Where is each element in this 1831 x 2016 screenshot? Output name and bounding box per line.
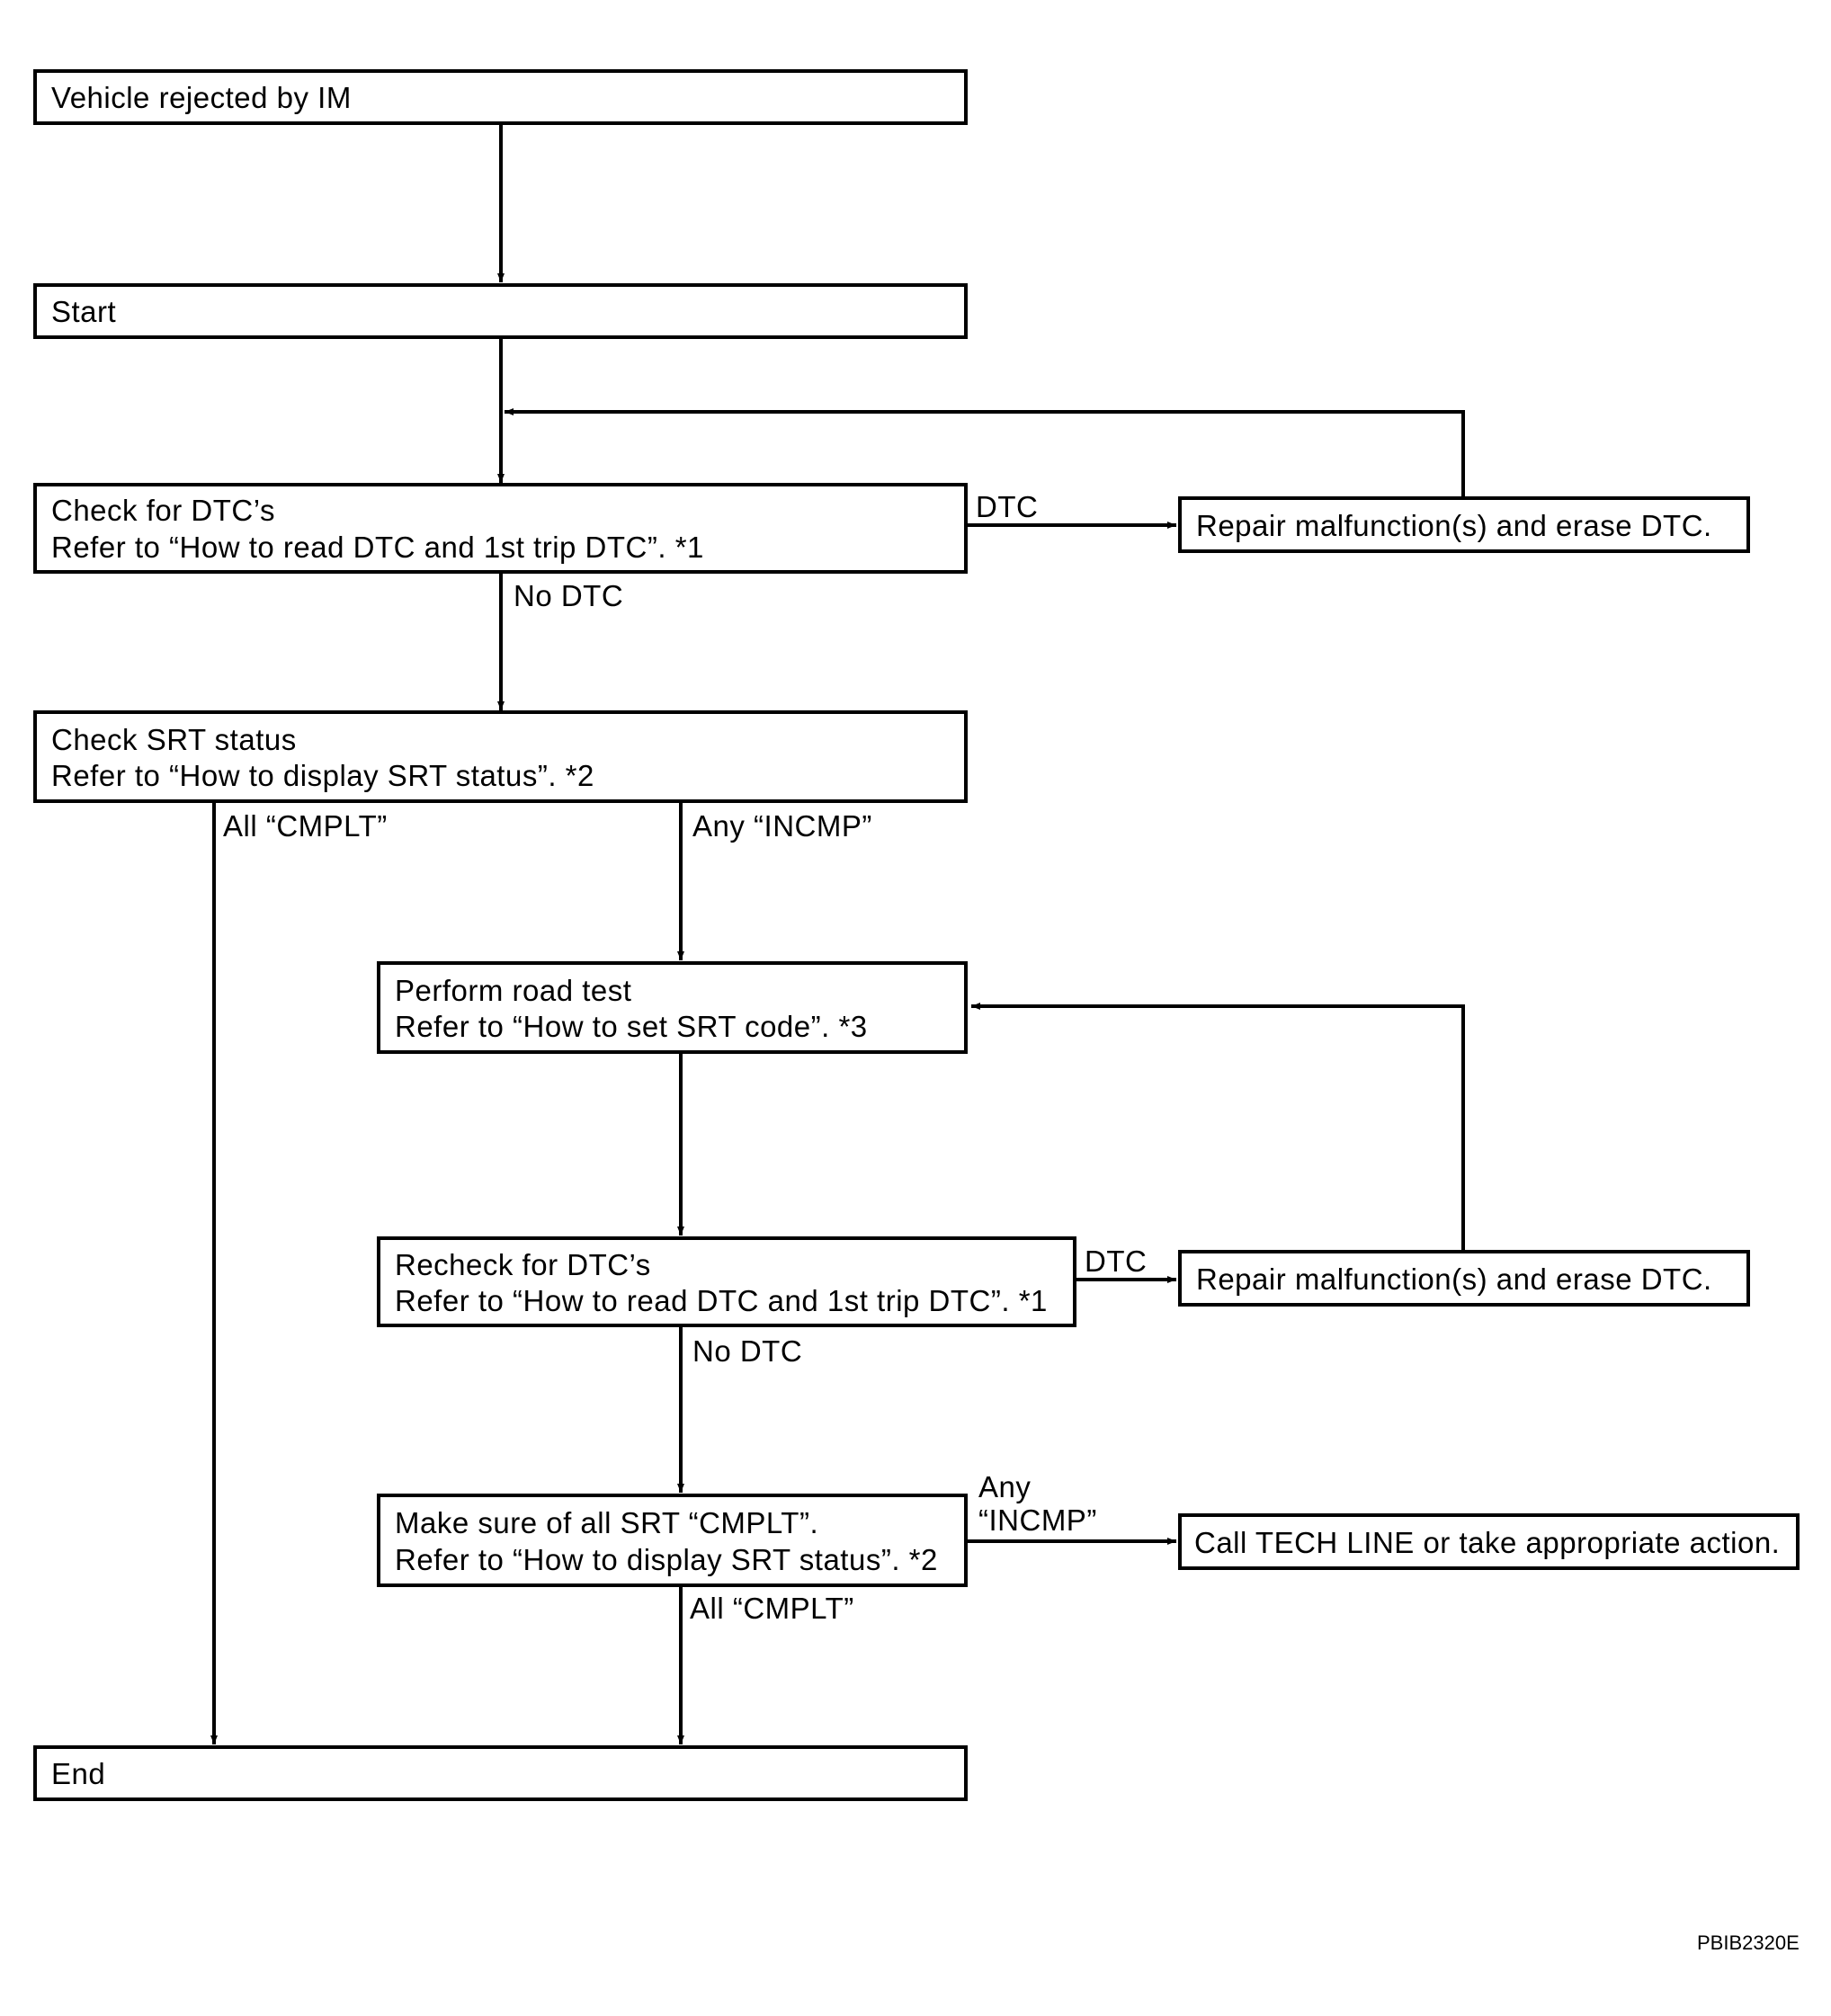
node-make-sure-srt-line1: Make sure of all SRT “CMPLT”. [395, 1506, 819, 1539]
figure-code: PBIB2320E [1697, 1931, 1800, 1954]
edge-label-any-incmp-2-line2: “INCMP” [978, 1503, 1097, 1537]
node-check-dtc-line2: Refer to “How to read DTC and 1st trip D… [51, 531, 704, 564]
node-make-sure-srt-line2: Refer to “How to display SRT status”. *2 [395, 1543, 938, 1576]
node-recheck-dtc [377, 1236, 1076, 1327]
node-repair-1-text: Repair malfunction(s) and erase DTC. [1196, 509, 1712, 542]
arrow-repair2-loop-back [971, 1003, 1465, 1250]
node-check-srt [33, 710, 968, 803]
node-vehicle-rejected [33, 69, 968, 125]
node-vehicle-rejected-text: Vehicle rejected by IM [51, 81, 352, 114]
edge-label-dtc-1: DTC [976, 490, 1039, 523]
edge-label-any-incmp-2-line1: Any [978, 1470, 1032, 1503]
node-start [33, 283, 968, 339]
node-check-srt-line2: Refer to “How to display SRT status”. *2 [51, 759, 594, 792]
node-road-test [377, 961, 968, 1054]
node-end-text: End [51, 1757, 106, 1790]
node-repair-1 [1178, 496, 1750, 553]
node-recheck-dtc-line2: Refer to “How to read DTC and 1st trip D… [395, 1284, 1048, 1317]
node-make-sure-srt [377, 1494, 968, 1587]
node-recheck-dtc-line1: Recheck for DTC’s [395, 1248, 651, 1281]
edge-label-all-cmplt-1: All “CMPLT” [223, 809, 388, 843]
edge-label-any-incmp-1: Any “INCMP” [692, 809, 872, 843]
node-repair-2 [1178, 1250, 1750, 1307]
node-check-dtc [33, 483, 968, 574]
node-road-test-line2: Refer to “How to set SRT code”. *3 [395, 1010, 868, 1043]
node-tech-line-text: Call TECH LINE or take appropriate actio… [1194, 1526, 1781, 1559]
node-road-test-line1: Perform road test [395, 974, 632, 1007]
node-repair-2-text: Repair malfunction(s) and erase DTC. [1196, 1262, 1712, 1296]
edge-label-dtc-2: DTC [1085, 1244, 1148, 1278]
node-start-text: Start [51, 295, 117, 328]
edge-label-no-dtc-1: No DTC [514, 579, 624, 612]
node-tech-line [1178, 1513, 1800, 1570]
arrow-repair1-loop-back [505, 408, 1465, 496]
node-check-dtc-line1: Check for DTC’s [51, 494, 275, 527]
edge-label-no-dtc-2: No DTC [692, 1334, 803, 1368]
node-end [33, 1745, 968, 1801]
node-check-srt-line1: Check SRT status [51, 723, 297, 756]
edge-label-all-cmplt-2: All “CMPLT” [690, 1592, 854, 1625]
